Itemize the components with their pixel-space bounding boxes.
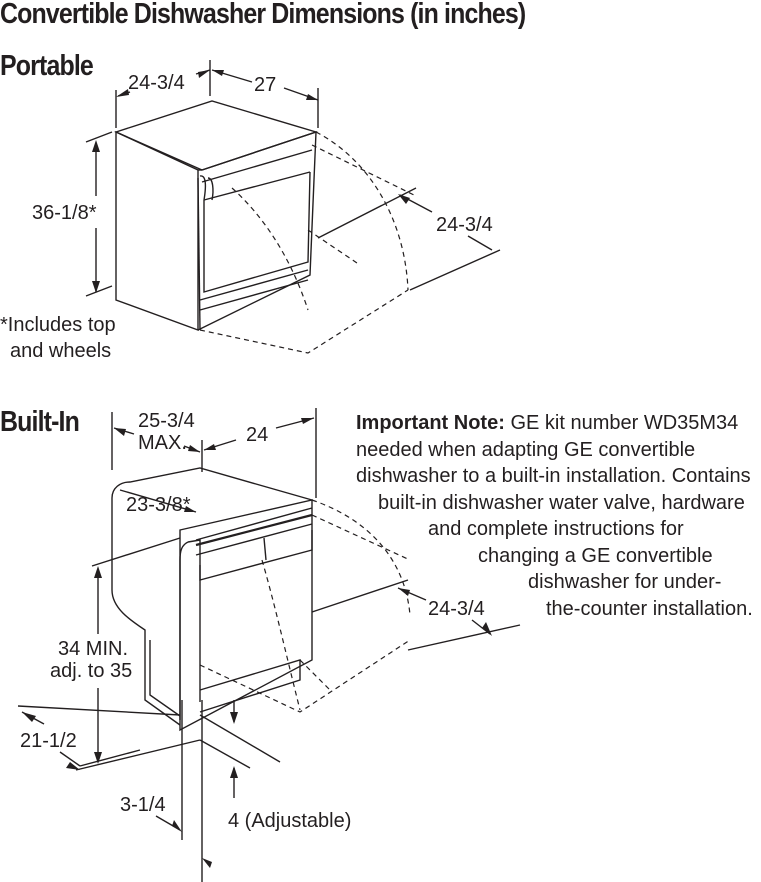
builtin-height-adj-label: adj. to 35 xyxy=(50,660,133,682)
portable-footnote-line1: *Includes top xyxy=(0,314,116,336)
note-line2: needed when adapting GE convertible xyxy=(356,438,696,461)
builtin-toe-offset-label: 3-1/4 xyxy=(120,794,166,816)
note-line1: GE kit number WD35M34 xyxy=(504,412,739,434)
note-line6: changing a GE convertible xyxy=(478,544,713,567)
builtin-toe-depth-label: 21-1/2 xyxy=(20,730,77,752)
portable-depth-label: 24-3/4 xyxy=(128,72,185,94)
note-line3: dishwasher to a built-in installation. C… xyxy=(356,465,751,487)
note-line7: dishwasher for under- xyxy=(528,571,722,593)
builtin-dishwasher-illustration xyxy=(17,408,521,882)
note-line4: built-in dishwasher water valve, hardwar… xyxy=(378,491,745,514)
note-label: Important Note: xyxy=(356,412,505,434)
portable-heading: Portable xyxy=(0,50,94,82)
builtin-max-label: MAX. xyxy=(138,432,187,454)
builtin-toe-height-label: 4 (Adjustable) xyxy=(228,810,352,832)
page-title: Convertible Dishwasher Dimensions (in in… xyxy=(0,0,526,30)
portable-dishwasher-illustration xyxy=(85,60,501,354)
builtin-door-depth-label: 24-3/4 xyxy=(428,598,485,620)
builtin-heading: Built-In xyxy=(0,406,80,438)
portable-door-depth-label: 24-3/4 xyxy=(436,214,493,236)
builtin-depth-label: 23-3/8* xyxy=(126,494,191,516)
builtin-width-label: 24 xyxy=(246,424,269,446)
note-line5: and complete instructions for xyxy=(428,518,684,540)
portable-height-label: 36-1/8* xyxy=(32,202,97,224)
note-line8: the-counter installation. xyxy=(546,597,753,620)
builtin-max-depth-label: 25-3/4 xyxy=(138,410,195,432)
portable-footnote-line2: and wheels xyxy=(10,340,112,362)
important-note: Important Note: GE kit number WD35M34 ne… xyxy=(350,410,761,622)
builtin-height-label: 34 MIN. xyxy=(58,638,129,660)
portable-width-label: 27 xyxy=(254,74,277,96)
